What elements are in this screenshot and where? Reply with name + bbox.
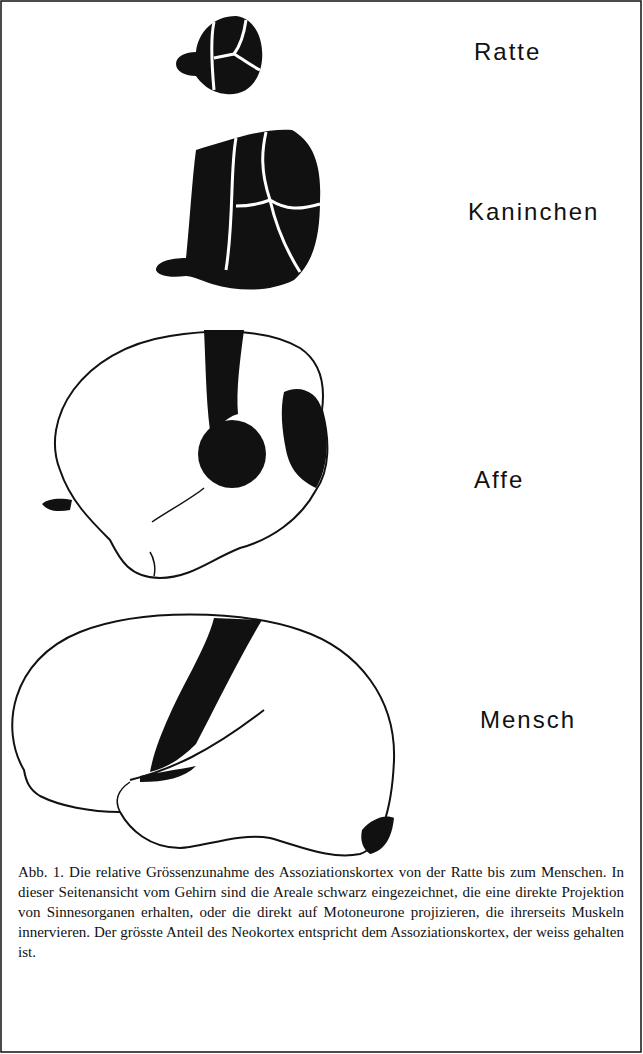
monkey-visual-area xyxy=(282,389,327,488)
species-label: Ratte xyxy=(474,38,541,66)
human-auditory-area xyxy=(140,766,196,782)
rat-sulcus xyxy=(212,20,260,90)
rabbit-sulcus xyxy=(226,132,320,272)
figure-caption: Abb. 1. Die relative Grössenzunahme des … xyxy=(18,862,624,962)
human-sylvian-fissure xyxy=(130,710,264,780)
rabbit-brain xyxy=(156,130,320,290)
monkey-brain xyxy=(55,332,327,578)
species-label: Kaninchen xyxy=(468,198,599,226)
human-temporal-outline xyxy=(117,782,130,812)
monkey-auditory-area xyxy=(198,420,266,488)
human-visual-area xyxy=(361,817,394,855)
monkey-sulcus xyxy=(150,488,204,576)
rat-brain xyxy=(176,16,262,94)
species-label: Affe xyxy=(474,466,524,494)
monkey-olfactory xyxy=(42,499,72,511)
species-label: Mensch xyxy=(480,706,576,734)
human-brain xyxy=(12,615,394,856)
